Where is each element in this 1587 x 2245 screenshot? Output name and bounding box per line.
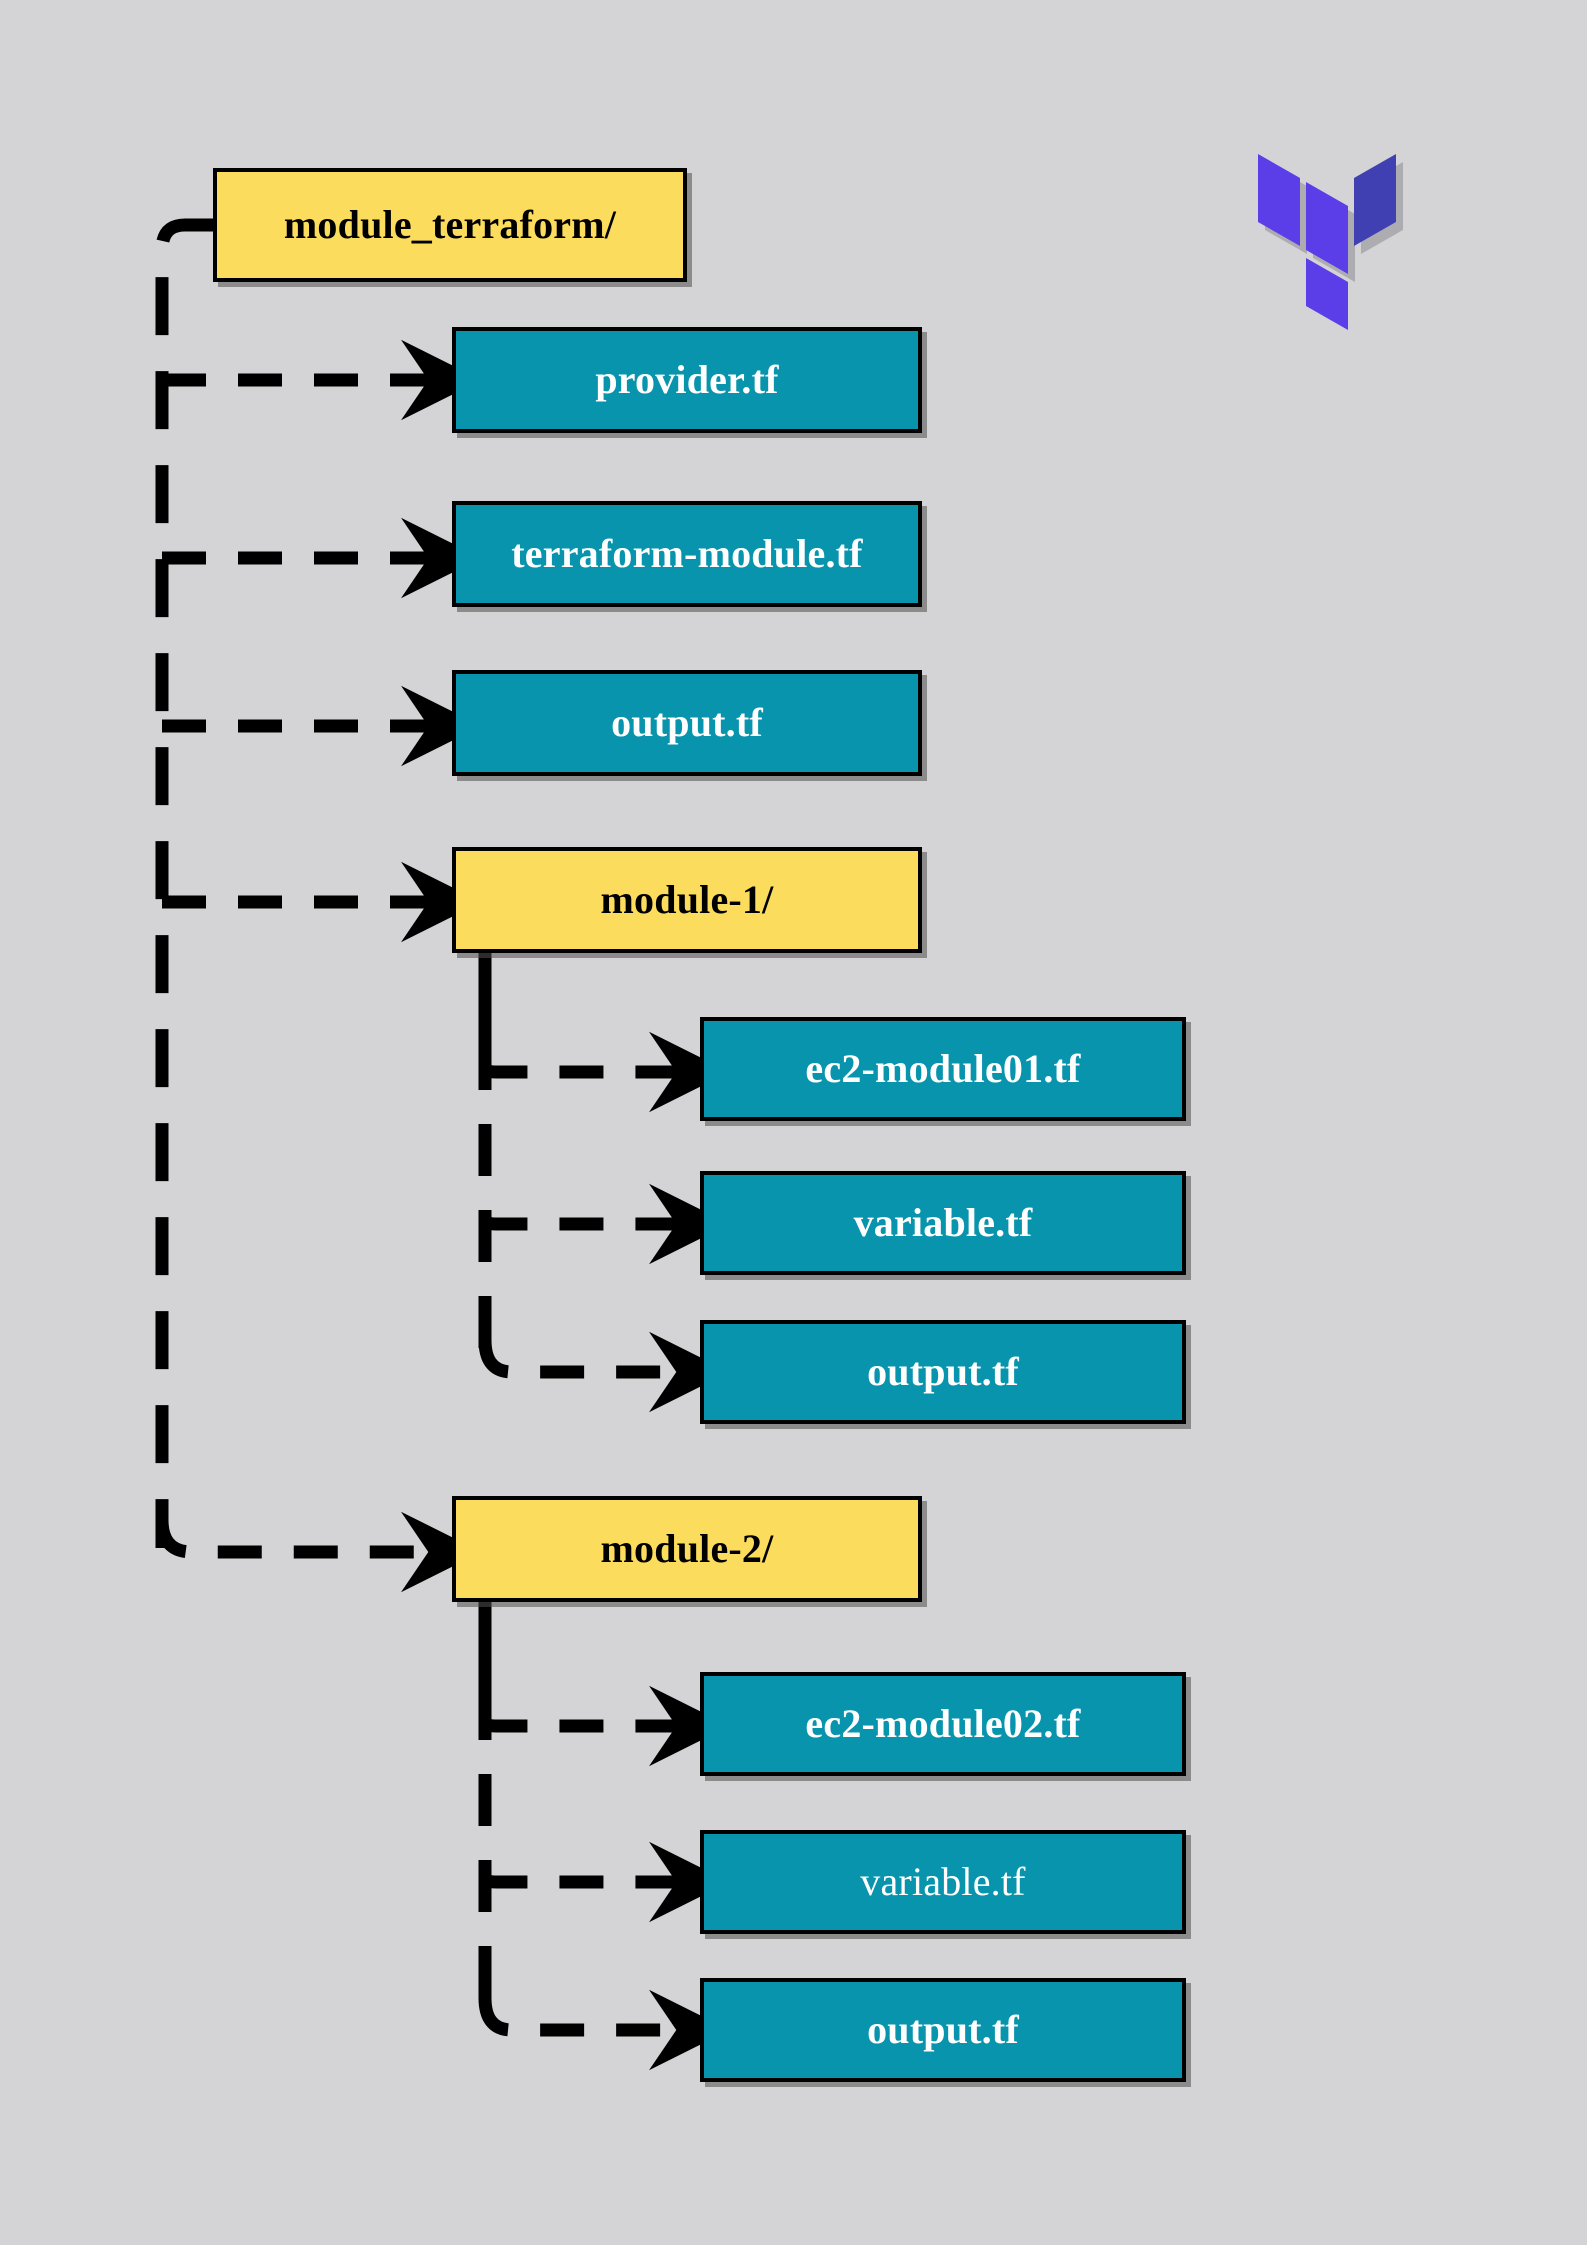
edge-module2-variable [478, 1841, 730, 1923]
node-module-2-dir[interactable]: module-2/ [452, 1496, 922, 1602]
edge-module2-output [478, 1989, 730, 2071]
node-label: variable.tf [860, 1859, 1026, 1904]
node-label: terraform-module.tf [511, 531, 863, 576]
terraform-logo [1258, 154, 1403, 330]
node-provider-tf[interactable]: provider.tf [452, 327, 922, 433]
logo-shard-upper-left [1258, 154, 1300, 246]
node-ec2-module01-tf[interactable]: ec2-module01.tf [700, 1017, 1186, 1121]
node-label: ec2-module01.tf [805, 1046, 1081, 1091]
node-label: output.tf [867, 1349, 1019, 1394]
node-variable-tf-module1[interactable]: variable.tf [700, 1171, 1186, 1275]
node-ec2-module02-tf[interactable]: ec2-module02.tf [700, 1672, 1186, 1776]
node-label: output.tf [611, 700, 763, 745]
edge-module1-variable [478, 1183, 730, 1265]
node-label: module_terraform/ [283, 202, 617, 247]
node-output-tf-module2[interactable]: output.tf [700, 1978, 1186, 2082]
node-terraform-module-tf[interactable]: terraform-module.tf [452, 501, 922, 607]
node-output-tf-module1[interactable]: output.tf [700, 1320, 1186, 1424]
node-label: module-1/ [600, 877, 774, 922]
logo-shard-upper-middle [1306, 182, 1348, 274]
node-label: module-2/ [600, 1526, 774, 1571]
node-variable-tf-module2[interactable]: variable.tf [700, 1830, 1186, 1934]
node-label: ec2-module02.tf [805, 1701, 1081, 1746]
edge-module2-ec2module02 [478, 1685, 730, 1767]
edge-root-module2 [155, 1511, 482, 1593]
logo-shard-upper-right [1354, 154, 1396, 246]
node-label: provider.tf [595, 357, 779, 402]
node-module-1-dir[interactable]: module-1/ [452, 847, 922, 953]
logo-shard-lower-middle [1306, 258, 1348, 330]
node-label: output.tf [867, 2007, 1019, 2052]
edge-root-trunk [155, 218, 213, 1548]
edge-module1-output [478, 1331, 730, 1413]
node-module-terraform-root[interactable]: module_terraform/ [213, 168, 687, 282]
node-output-tf-root[interactable]: output.tf [452, 670, 922, 776]
edge-module1-ec2module01 [478, 1031, 730, 1113]
node-label: variable.tf [853, 1200, 1033, 1245]
